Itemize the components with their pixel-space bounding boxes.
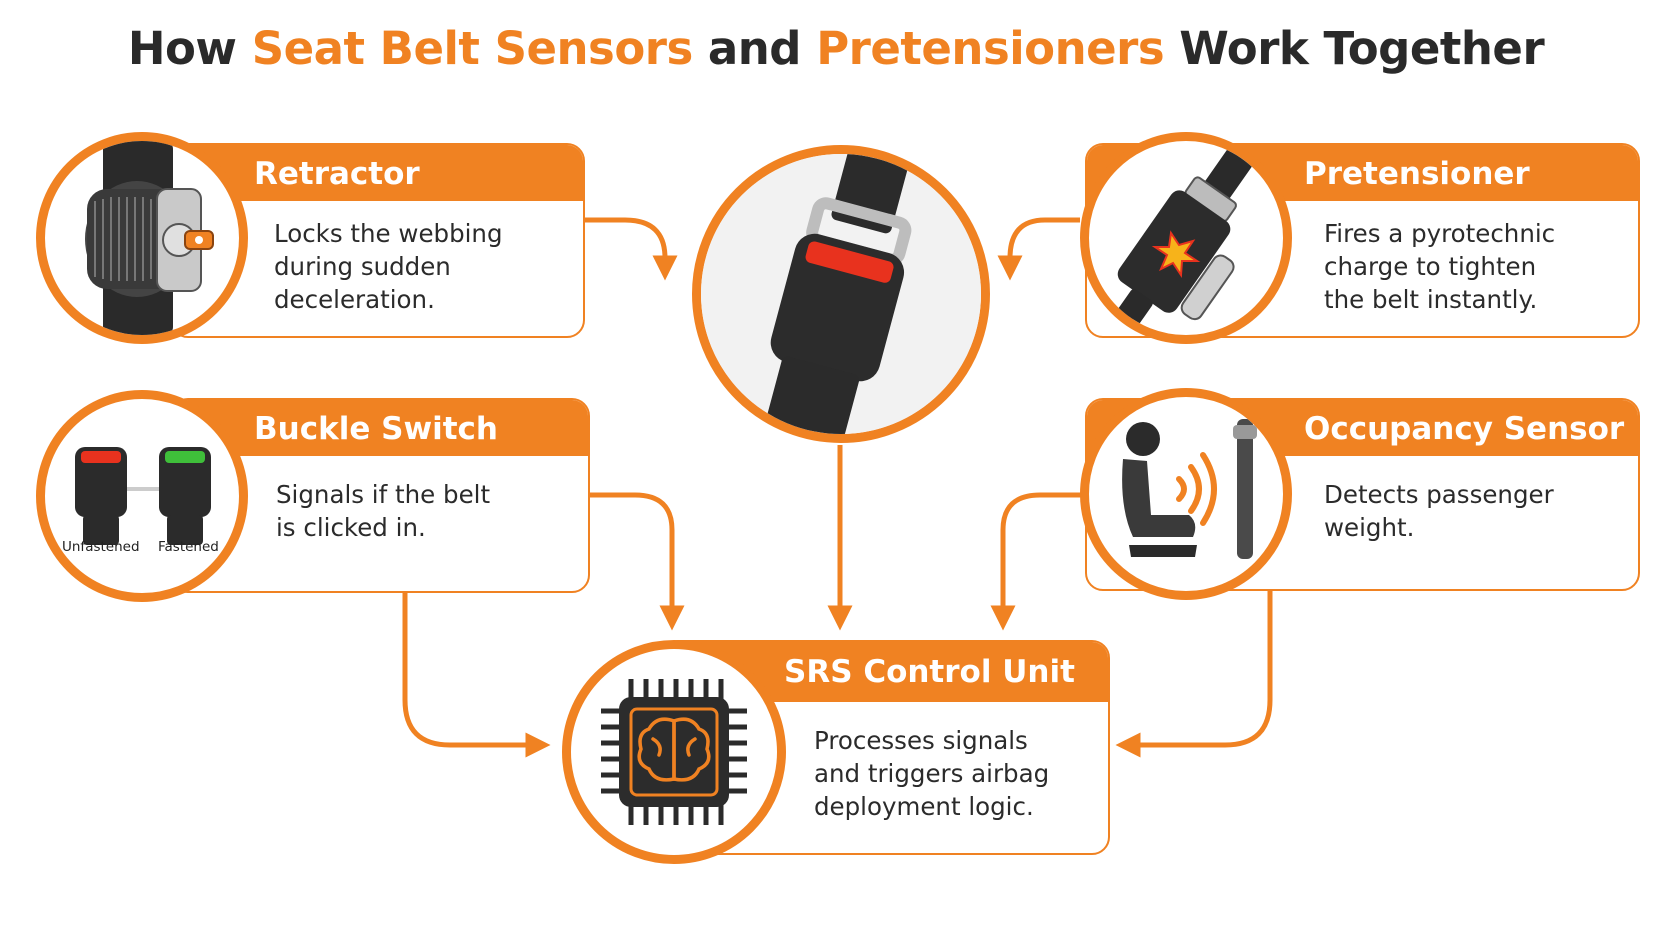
retractor-title: Retractor	[172, 145, 583, 201]
unfastened-label: Unfastened	[62, 539, 140, 555]
title-accent-pretensioners: Pretensioners	[816, 22, 1165, 75]
title-part-1: How	[127, 22, 252, 75]
retractor-spool-icon	[36, 132, 248, 344]
pyrotechnic-pretensioner-icon	[1080, 132, 1292, 344]
connector-occupancy-to-srs	[990, 492, 1088, 631]
pretensioner-description: Fires a pyrotechnic charge to tighten th…	[1324, 219, 1556, 314]
occupant-seat-sensor-icon	[1080, 388, 1292, 600]
title-part-2: and	[692, 22, 817, 75]
brain-chip-icon	[562, 640, 786, 864]
title-part-3: Work Together	[1164, 22, 1545, 75]
occupancy-sensor-description: Detects passenger weight.	[1324, 480, 1554, 542]
connector-retractor-to-buckle	[585, 217, 678, 281]
srs-control-unit-description: Processes signals and triggers airbag de…	[814, 726, 1050, 821]
connector-occupancy-lower-to-srs	[1115, 590, 1273, 758]
buckle-switch-description: Signals if the belt is clicked in.	[276, 480, 491, 542]
connector-buckle-switch-to-srs	[590, 492, 685, 631]
title-accent-sensors: Seat Belt Sensors	[251, 22, 694, 75]
fastened-label: Fastened	[158, 539, 219, 555]
retractor-card: Retractor Locks the webbing during sudde…	[170, 143, 585, 338]
seat-belt-buckle-icon	[692, 145, 990, 443]
page-title: How Seat Belt Sensors and Pretensioners …	[0, 22, 1672, 75]
connector-buckle-switch-lower-to-srs	[402, 592, 551, 758]
retractor-description: Locks the webbing during sudden decelera…	[274, 219, 503, 314]
buckle-states-icon: Unfastened Fastened	[36, 390, 248, 602]
connector-pretensioner-to-buckle	[997, 217, 1080, 281]
buckle-switch-title: Buckle Switch	[172, 400, 588, 456]
